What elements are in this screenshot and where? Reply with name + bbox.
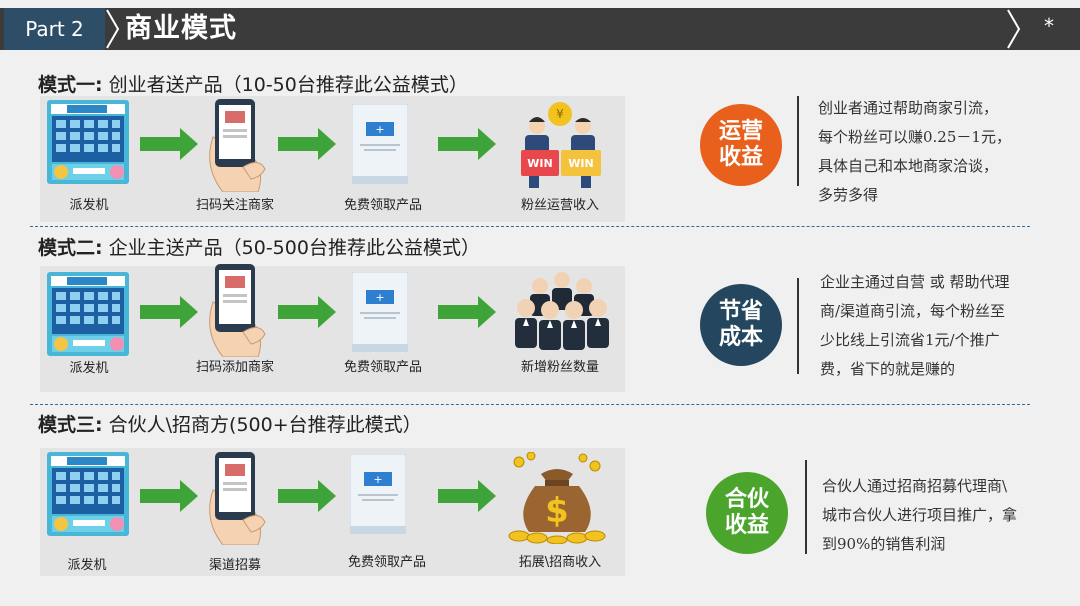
- desc-line: 创业者通过帮助商家引流，: [818, 99, 999, 117]
- step-label: 扫码关注商家: [195, 198, 274, 213]
- chevron-right-icon: [1007, 9, 1021, 49]
- part-label: Part 2: [4, 8, 105, 50]
- desc-line: 少比线上引流省1元/个推广: [820, 331, 1000, 349]
- header-star: *: [1044, 14, 1054, 38]
- win-people-icon: ¥ WIN WIN: [521, 102, 601, 188]
- phone-scan-icon: [209, 98, 266, 192]
- step-label: 新增粉丝数量: [520, 360, 599, 375]
- desc-line: 商/渠道商引流，每个粉丝至: [820, 302, 1006, 320]
- phone-scan-icon: [209, 451, 266, 545]
- product-icon: [352, 104, 408, 184]
- desc-line: 到90%的销售利润: [822, 535, 946, 553]
- dollar-symbol: $: [545, 491, 569, 531]
- section-title: 模式三: 合伙人\招商方(500+台推荐此模式）: [38, 410, 422, 437]
- arrow-right-icon: [438, 296, 496, 328]
- section-prefix: 模式二:: [38, 237, 103, 259]
- badge-line: 运营: [718, 119, 763, 144]
- kiosk-icon: [47, 100, 129, 184]
- step-label: 免费领取产品: [343, 198, 422, 213]
- badge-circle: 运营收益: [700, 104, 782, 186]
- badge-circle: 节省成本: [700, 284, 782, 366]
- divider-line: [797, 96, 799, 186]
- badge-line: 收益: [724, 513, 769, 538]
- description: 合伙人通过招商招募代理商\ 城市合伙人进行项目推广，拿 到90%的销售利润: [822, 472, 1052, 559]
- desc-line: 企业主通过自营 或 帮助代理: [820, 273, 1010, 291]
- step-label: 拓展\招商收入: [518, 555, 602, 570]
- kiosk-icon: [47, 272, 129, 356]
- desc-line: 多劳多得: [818, 186, 879, 204]
- section-title: 模式二: 企业主送产品（50-500台推荐此公益模式）: [38, 233, 480, 260]
- desc-line: 城市合伙人进行项目推广，拿: [822, 506, 1018, 524]
- step-label: 粉丝运营收入: [520, 198, 599, 213]
- badge-line: 收益: [718, 145, 763, 170]
- header-bar: [0, 8, 1080, 50]
- step-label: 渠道招募: [208, 558, 261, 573]
- arrow-right-icon: [140, 296, 198, 328]
- page-title: 商业模式: [125, 13, 237, 44]
- chevron-right-icon: [106, 9, 120, 49]
- step-label: 派发机: [69, 198, 109, 213]
- kiosk-icon: [47, 452, 129, 536]
- desc-line: 合伙人通过招商招募代理商\: [822, 477, 1008, 495]
- arrow-right-icon: [438, 128, 496, 160]
- arrow-right-icon: [140, 128, 198, 160]
- step-label: 派发机: [69, 361, 109, 376]
- step-label: 扫码添加商家: [195, 360, 274, 375]
- section-subtitle: 创业者送产品（10-50台推荐此公益模式）: [102, 74, 468, 96]
- arrow-right-icon: [278, 480, 336, 512]
- coin-symbol: ¥: [556, 107, 564, 121]
- arrow-right-icon: [278, 296, 336, 328]
- product-icon: [352, 272, 408, 352]
- section-title: 模式一: 创业者送产品（10-50台推荐此公益模式）: [38, 70, 468, 97]
- badge-line: 成本: [718, 325, 763, 350]
- section-prefix: 模式一:: [38, 74, 103, 96]
- badge-line: 节省: [718, 299, 763, 324]
- arrow-right-icon: [278, 128, 336, 160]
- description: 企业主通过自营 或 帮助代理 商/渠道商引流，每个粉丝至 少比线上引流省1元/个…: [820, 268, 1050, 384]
- section-subtitle: 企业主送产品（50-500台推荐此公益模式）: [102, 237, 480, 259]
- product-icon: [350, 454, 406, 534]
- description: 创业者通过帮助商家引流， 每个粉丝可以赚0.25－1元， 具体自己和本地商家洽谈…: [818, 94, 1048, 210]
- section-divider: [30, 404, 1030, 405]
- step-label: 派发机: [67, 558, 107, 573]
- business-people-icon: [515, 272, 609, 350]
- win-label: WIN: [527, 157, 552, 170]
- phone-scan-icon: [209, 263, 266, 357]
- win-label: WIN: [568, 157, 593, 170]
- desc-line: 具体自己和本地商家洽谈，: [818, 157, 999, 175]
- badge-circle: 合伙收益: [706, 472, 788, 554]
- desc-line: 每个粉丝可以赚0.25－1元，: [818, 128, 1011, 146]
- arrow-right-icon: [438, 480, 496, 512]
- arrow-right-icon: [140, 480, 198, 512]
- badge-line: 合伙: [724, 487, 769, 512]
- section-prefix: 模式三:: [38, 414, 103, 436]
- section-subtitle: 合伙人\招商方(500+台推荐此模式）: [102, 414, 422, 436]
- divider-line: [805, 460, 807, 554]
- desc-line: 费，省下的就是赚的: [820, 360, 956, 378]
- section-divider: [30, 226, 1030, 227]
- step-label: 免费领取产品: [343, 360, 422, 375]
- step-label: 免费领取产品: [347, 555, 426, 570]
- divider-line: [797, 278, 799, 374]
- money-bag-icon: $: [508, 452, 606, 544]
